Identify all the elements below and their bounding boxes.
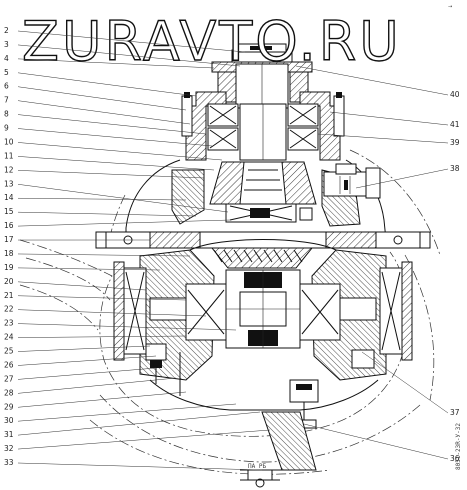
callout-label: 30 xyxy=(4,416,14,425)
callout-label: 38 xyxy=(450,164,460,173)
callout-label: 24 xyxy=(4,333,14,342)
callout-leader xyxy=(17,377,177,394)
callout-label: 41 xyxy=(450,120,460,129)
callout-label: 28 xyxy=(4,388,14,397)
callout-leader xyxy=(355,168,449,189)
callout-leader xyxy=(17,156,215,171)
callout-leader xyxy=(17,323,237,331)
callout-leader xyxy=(303,423,449,460)
callout-label: 26 xyxy=(4,360,14,369)
callout-label: 37 xyxy=(450,408,460,417)
callout-leader xyxy=(17,58,215,69)
callout-leader xyxy=(17,100,191,125)
callout-label: 14 xyxy=(4,193,14,202)
callout-leader xyxy=(17,170,205,179)
callout-label: 16 xyxy=(4,221,14,230)
callout-leader xyxy=(17,345,151,352)
lower-housing xyxy=(145,343,379,429)
callout-label: 36 xyxy=(450,454,460,463)
callout-leader xyxy=(17,281,147,291)
callout-label: 21 xyxy=(4,291,14,300)
callout-label: 9 xyxy=(4,124,9,133)
callout-label: 5 xyxy=(4,68,9,77)
callout-leader xyxy=(17,355,157,366)
lower-bracket xyxy=(240,411,317,488)
corner-mark: → xyxy=(448,4,452,10)
callout-leader xyxy=(317,133,449,144)
callout-leader xyxy=(17,403,237,422)
callout-leader xyxy=(295,65,449,96)
pinion-bearing-housing xyxy=(181,91,345,161)
callout-label: 2 xyxy=(4,26,9,35)
callout-leader xyxy=(17,86,187,111)
callout-label: 15 xyxy=(4,207,14,216)
callout-label: 20 xyxy=(4,277,14,286)
callout-label: 12 xyxy=(4,165,14,174)
left-callouts: 2345678910111213141516171819202122232425… xyxy=(4,26,271,471)
callout-label: 39 xyxy=(450,138,460,147)
callout-leader xyxy=(17,30,246,53)
right-callouts: 40 41 39 38 37 36 xyxy=(295,65,460,463)
callout-label: 18 xyxy=(4,249,14,258)
callout-leader xyxy=(17,335,187,338)
callout-label: 22 xyxy=(4,305,14,314)
callout-leader xyxy=(17,367,157,380)
callout-leader xyxy=(329,111,449,126)
callout-leader xyxy=(17,411,261,436)
callout-leader xyxy=(17,295,187,301)
bottom-stamp: ПА РБ xyxy=(248,463,266,470)
callout-leader xyxy=(17,429,271,450)
speed-sensor xyxy=(323,163,381,199)
callout-leader xyxy=(17,128,213,147)
callout-label: 7 xyxy=(4,96,9,105)
callout-leader xyxy=(17,211,197,217)
callout-leader xyxy=(17,44,241,67)
side-stamp: 8051-23R-У-32 xyxy=(455,423,462,470)
callout-leader xyxy=(17,72,197,97)
callout-label: 8 xyxy=(4,110,9,119)
callout-label: 32 xyxy=(4,444,14,453)
drive-pinion-gear xyxy=(209,161,317,205)
callout-label: 33 xyxy=(4,458,14,467)
callout-label: 29 xyxy=(4,402,14,411)
callout-leader xyxy=(361,351,449,414)
callout-label: 17 xyxy=(4,235,14,244)
callout-label: 23 xyxy=(4,319,14,328)
callout-label: 11 xyxy=(4,151,14,160)
callout-leader xyxy=(17,114,207,135)
callout-label: 31 xyxy=(4,430,14,439)
callout-label: 40 xyxy=(450,90,460,99)
callout-label: 25 xyxy=(4,347,14,356)
callout-leader xyxy=(17,309,207,317)
callout-leader xyxy=(17,142,223,161)
callout-label: 19 xyxy=(4,263,14,272)
callout-leader xyxy=(17,253,191,257)
callout-leader xyxy=(17,267,161,271)
callout-leader xyxy=(17,184,229,213)
callout-leader xyxy=(17,391,187,408)
callout-leader xyxy=(17,197,187,201)
callout-leader xyxy=(17,462,263,471)
callout-label: 3 xyxy=(4,40,9,49)
callout-label: 27 xyxy=(4,374,14,383)
callout-leader xyxy=(17,219,231,227)
callout-label: 4 xyxy=(4,54,9,63)
callout-label: 13 xyxy=(4,179,14,188)
callout-label: 6 xyxy=(4,82,9,91)
callout-label: 10 xyxy=(4,137,14,146)
